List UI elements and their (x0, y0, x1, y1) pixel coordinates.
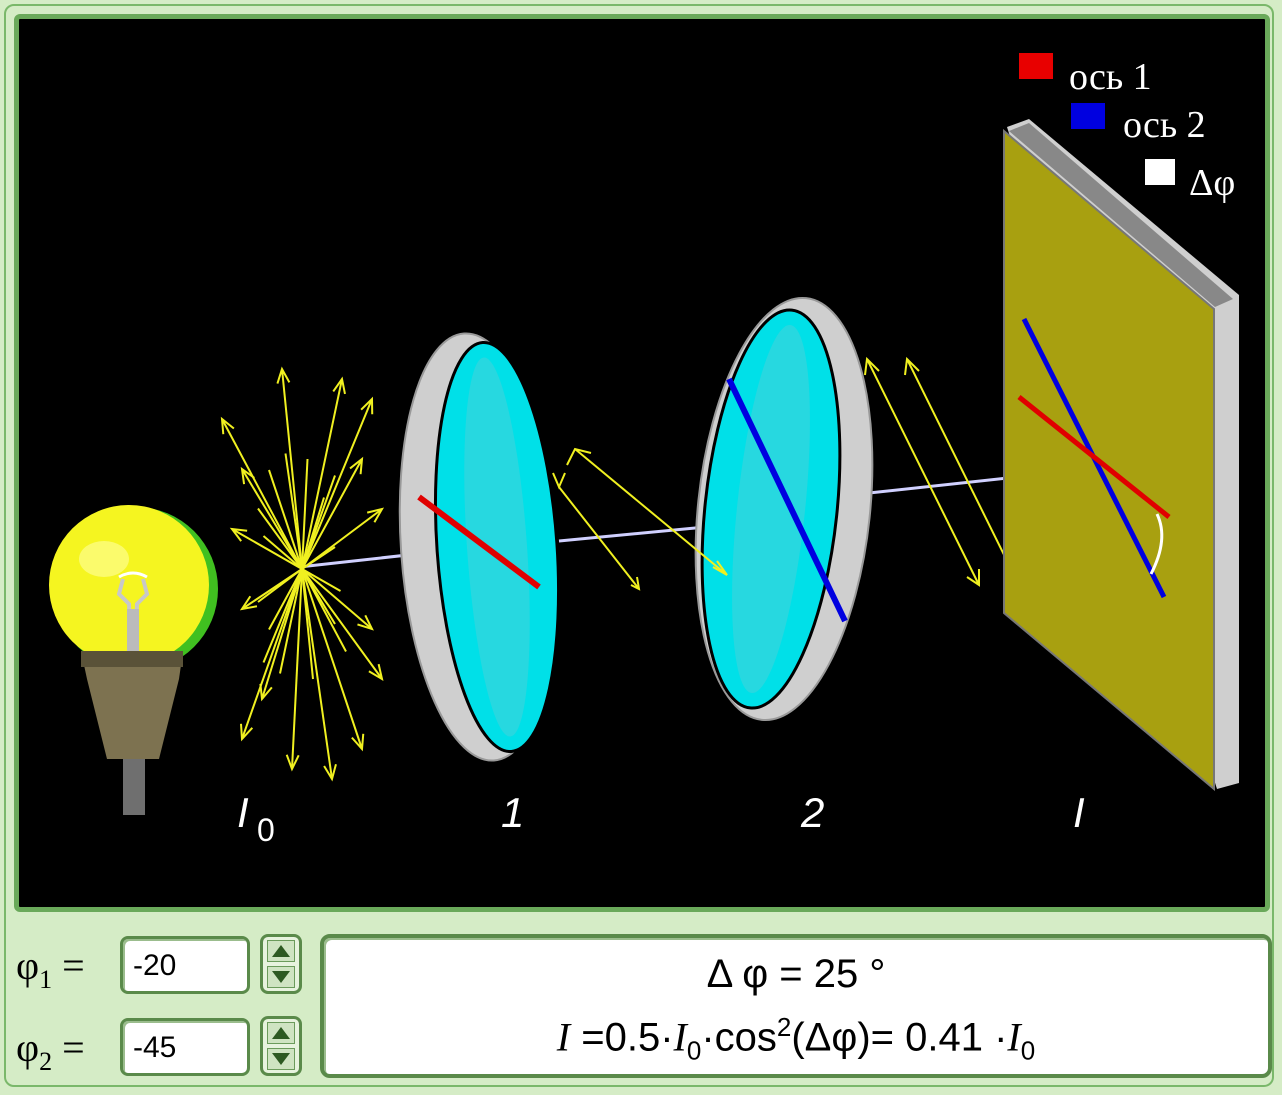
phi1-symbol: φ (16, 943, 39, 988)
formula-source-subscript: 0 (687, 1035, 701, 1065)
phi2-decrement-button[interactable] (267, 1048, 295, 1070)
result-panel: Δ φ = 25 ° I =0.5·I0·cos2(Δφ)= 0.41 ·I0 (320, 934, 1272, 1078)
legend-delta-swatch (1145, 159, 1175, 185)
formula-intensity: I (557, 1014, 570, 1059)
intensity-formula: I =0.5·I0·cos2(Δφ)= 0.41 ·I0 (324, 1012, 1268, 1066)
source-intensity-label: I (237, 789, 249, 836)
phi2-symbol: φ (16, 1025, 39, 1070)
arrow-up-icon (272, 1027, 290, 1039)
scene-canvas: ось 1 ось 2 Δφ I 0 1 2 I (19, 19, 1265, 907)
legend-axis2-swatch (1071, 103, 1105, 129)
arrow-up-icon (272, 945, 290, 957)
legend-delta-label: Δφ (1189, 162, 1235, 204)
formula-part-c: (Δφ)= 0.41 · (791, 1015, 1007, 1059)
formula-source-intensity-2: I (1007, 1014, 1020, 1059)
screen (1004, 119, 1239, 789)
polarizer-2 (676, 289, 891, 729)
formula-exponent: 2 (777, 1012, 791, 1042)
phi2-increment-button[interactable] (267, 1022, 295, 1044)
scene-labels: I 0 1 2 I (237, 789, 1085, 848)
polarization-scene: ось 1 ось 2 Δφ I 0 1 2 I (14, 14, 1270, 912)
polarized-rays-2 (865, 359, 1019, 585)
polarizer-1 (386, 328, 571, 766)
polarizer-1-label: 1 (501, 789, 524, 836)
legend-axis2-label: ось 2 (1123, 104, 1206, 146)
phi2-subscript: 2 (39, 1047, 52, 1076)
legend-axis1-label: ось 1 (1069, 56, 1152, 98)
phi2-equals: = (62, 1025, 85, 1070)
phi2-spinner[interactable] (260, 1016, 302, 1076)
phi1-spinner[interactable] (260, 934, 302, 994)
arrow-down-icon (272, 1053, 290, 1065)
formula-part-a: =0.5· (570, 1015, 673, 1059)
screen-intensity-label: I (1073, 789, 1085, 836)
light-bulb (49, 505, 218, 815)
phi1-subscript: 1 (39, 965, 52, 994)
phi2-input[interactable]: -45 (120, 1018, 250, 1076)
unpolarized-rays (222, 369, 382, 779)
phi1-label: φ1 = (16, 942, 85, 995)
arrow-down-icon (272, 971, 290, 983)
delta-phi-readout: Δ φ = 25 ° (324, 952, 1268, 997)
phi1-input[interactable]: -20 (120, 936, 250, 994)
phi1-increment-button[interactable] (267, 940, 295, 962)
polarizer-2-label: 2 (800, 789, 824, 836)
formula-source-subscript-2: 0 (1021, 1035, 1035, 1065)
formula-source-intensity: I (674, 1014, 687, 1059)
phi1-decrement-button[interactable] (267, 966, 295, 988)
phi2-label: φ2 = (16, 1024, 85, 1077)
phi1-equals: = (62, 943, 85, 988)
source-intensity-subscript: 0 (257, 812, 275, 848)
formula-part-b: ·cos (701, 1015, 777, 1059)
legend-axis1-swatch (1019, 53, 1053, 79)
